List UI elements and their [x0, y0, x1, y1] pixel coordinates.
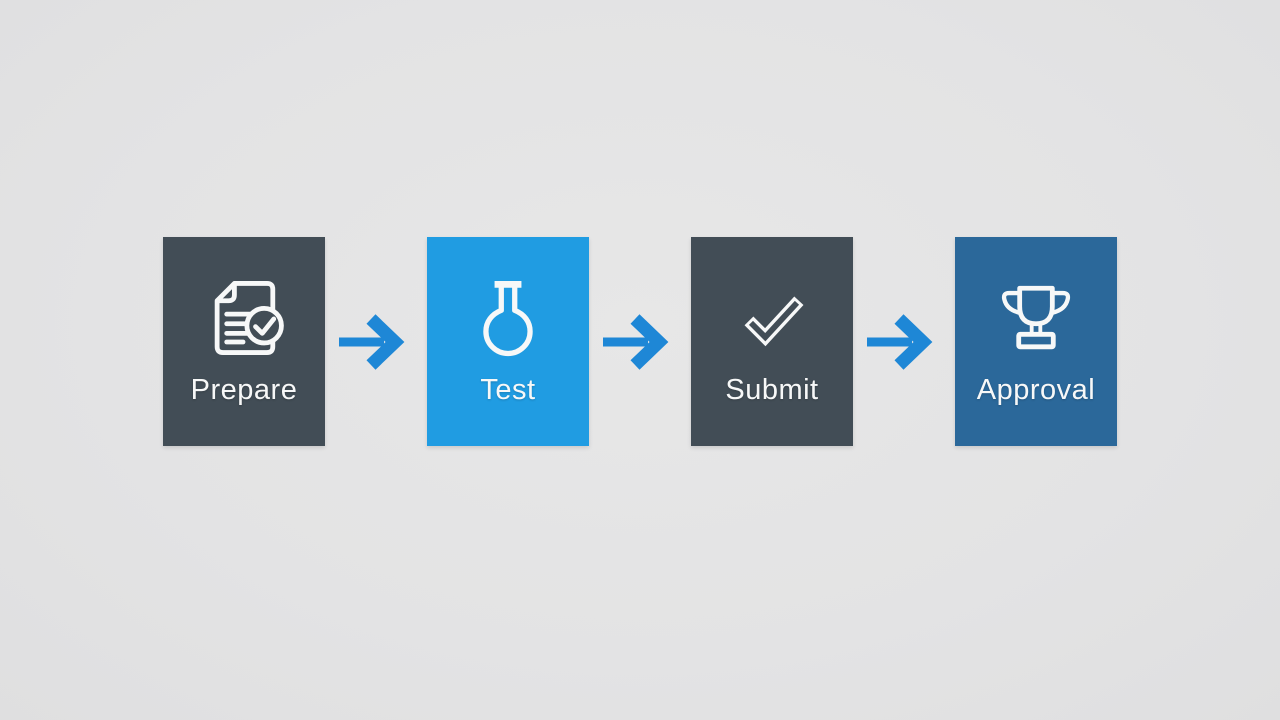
checkmark-icon — [744, 296, 804, 347]
document-check-icon — [214, 281, 284, 355]
step-label-approval: Approval — [976, 374, 1096, 406]
step-test: Test — [427, 237, 589, 446]
step-prepare: Prepare — [163, 237, 325, 446]
step-approval: Approval — [955, 237, 1117, 446]
flow-row: Prepare Test Submit — [163, 237, 1117, 446]
arrow-right-icon — [339, 313, 405, 370]
flask-icon — [483, 281, 533, 357]
trophy-icon — [1001, 285, 1071, 350]
step-label-submit: Submit — [725, 374, 819, 406]
step-submit: Submit — [691, 237, 853, 446]
arrow-right-icon — [603, 313, 669, 370]
step-label-test: Test — [480, 374, 536, 406]
step-label-prepare: Prepare — [190, 374, 298, 406]
arrow-right-icon — [867, 313, 933, 370]
